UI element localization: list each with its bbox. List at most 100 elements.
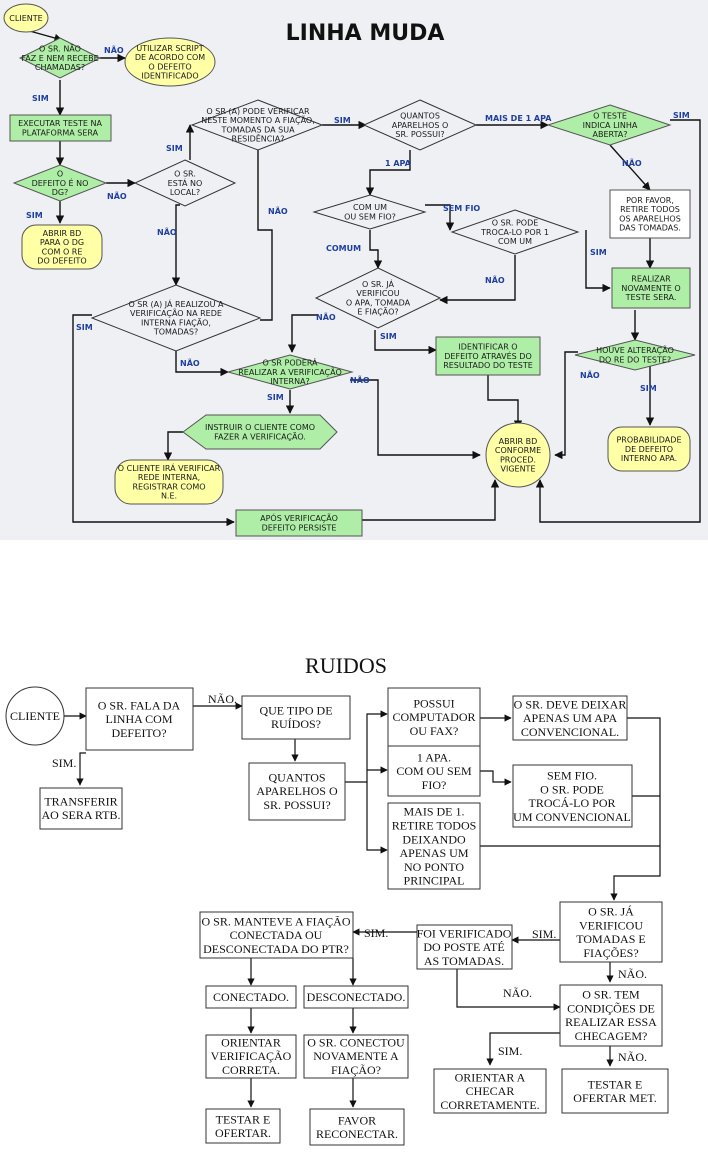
node-text-line: APÓS VERIFICAÇÃO	[260, 512, 338, 523]
node-text-line: CORRETAMENTE.	[440, 1098, 539, 1112]
node-text-line: TRANSFERIR	[44, 794, 117, 808]
node-text-line: CONDIÇÕES DE	[567, 1001, 655, 1015]
node-text-line: NOVAMENTE A	[313, 1049, 399, 1063]
node-text-line: N.E.	[161, 492, 177, 501]
node-text-line: IDENTIFICADO	[141, 72, 198, 81]
node-text-line: 1 APA.	[417, 750, 451, 764]
node-text-line: VERIFICAÇÃO NA REDE	[130, 308, 222, 318]
node-text-line: RESIDÊNCIA?	[232, 133, 285, 144]
flow-node-cliente-2: CLIENTE	[5, 686, 65, 746]
node-text-line: O SR. FALA DA	[98, 698, 181, 712]
node-text-line: ORIENTAR A	[455, 1070, 526, 1084]
node-text-line: O	[57, 170, 63, 179]
node-text-line: IDENTIFICAR O	[458, 343, 517, 352]
diagram2-edge-labels: NÃO. SIM. SIM. SIM. NÃO. NÃO. SIM. NÃO.	[52, 692, 647, 1064]
node-text-line: EXECUTAR TESTE NA	[18, 119, 102, 128]
node-text-line: FOI VERIFICADO	[417, 926, 512, 940]
node-text-line: INDICA LINHA	[583, 121, 638, 130]
node-text-line: APENAS UM	[399, 846, 468, 860]
diagram2-connectors	[64, 702, 661, 1108]
node-text-line: DG?	[52, 188, 69, 197]
edge-label: SEM FIO	[443, 204, 480, 213]
node-text-line: COMPUTADOR	[392, 710, 475, 724]
node-text-line: O TESTE	[593, 112, 627, 121]
node-text-line: LOCAL?	[170, 188, 200, 197]
node-text-line: PROCED.	[500, 455, 536, 464]
node-text-line: ORIENTAR	[221, 1035, 281, 1049]
node-text-line: POSSUI	[413, 696, 454, 710]
node-text-line: CHECAGEM?	[575, 1029, 648, 1043]
node-text-line: FAZ E NEM RECEBE	[21, 54, 98, 63]
node-text-line: HOUVE ALTERAÇÃO	[596, 345, 674, 355]
node-text-line: OFERTAR MET.	[573, 1091, 656, 1105]
node-text-line: REGISTRAR COMO	[132, 482, 205, 491]
diagram2-title: RUIDOS	[305, 653, 387, 678]
node-text-line: O SR. JÁ	[588, 905, 634, 919]
edge-label: SIM.	[52, 756, 76, 770]
node-text-line: DO RE DO TESTE?	[599, 355, 671, 364]
node-text-line: FAZER A VERIFICAÇÃO.	[214, 431, 306, 441]
node-text-line: OU FAX?	[410, 724, 459, 738]
node-text-line: PARA O DG	[40, 238, 84, 247]
edge-label: NÃO	[350, 375, 370, 385]
node-text-line: CHECAR	[466, 1084, 515, 1098]
edge-label: SIM.	[364, 926, 388, 940]
node-text-line: RETIRE TODOS	[620, 205, 680, 214]
edge-label: MAIS DE 1 APA	[485, 114, 552, 123]
node-text-line: TROCA-LO POR 1	[480, 228, 549, 237]
node-text-line: CLIENTE	[9, 14, 42, 23]
node-text-line: SEM FIO.	[547, 769, 597, 783]
edge-label: 1 APA	[385, 159, 412, 168]
node-text-line: DESCONECTADA DO PTR?	[203, 942, 349, 956]
node-text-line: O SR (A) PODE VERIFICAR	[206, 107, 310, 116]
node-text-line: REALIZAR	[631, 275, 671, 284]
node-text-line: CONVENCIONAL.	[521, 725, 619, 739]
node-text-line: VIGENTE	[500, 465, 535, 474]
diagram1-connectors	[25, 29, 701, 527]
node-text-line: REALIZAR A VERIFICAÇÃO	[238, 367, 342, 377]
node-text-line: APARELHOS O	[392, 121, 449, 130]
diagram1-background	[0, 0, 708, 540]
node-text-line: RESULTADO DO TESTE	[443, 361, 533, 370]
node-text-line: OFERTAR.	[215, 1126, 271, 1140]
node-text-line: SR. POSSUI?	[263, 798, 330, 812]
edge-label: SIM	[640, 384, 657, 393]
node-text-line: DEFEITO É NO	[32, 177, 89, 188]
node-text-line: O SR. PODE	[492, 219, 539, 228]
node-text-line: O SR. NÃO	[39, 44, 81, 54]
edge-label: NÃO	[485, 275, 505, 285]
node-text-line: FIAÇÃO?	[331, 1063, 381, 1077]
node-text-line: O SR. TEM	[582, 988, 640, 1002]
node-text-line: RETIRE TODOS	[392, 819, 477, 833]
node-text-line: DEFEITO ATRAVÉS DO	[444, 350, 532, 361]
node-text-line: DO DEFEITO	[37, 257, 86, 266]
node-text-line: OS APARELHOS	[619, 214, 681, 223]
